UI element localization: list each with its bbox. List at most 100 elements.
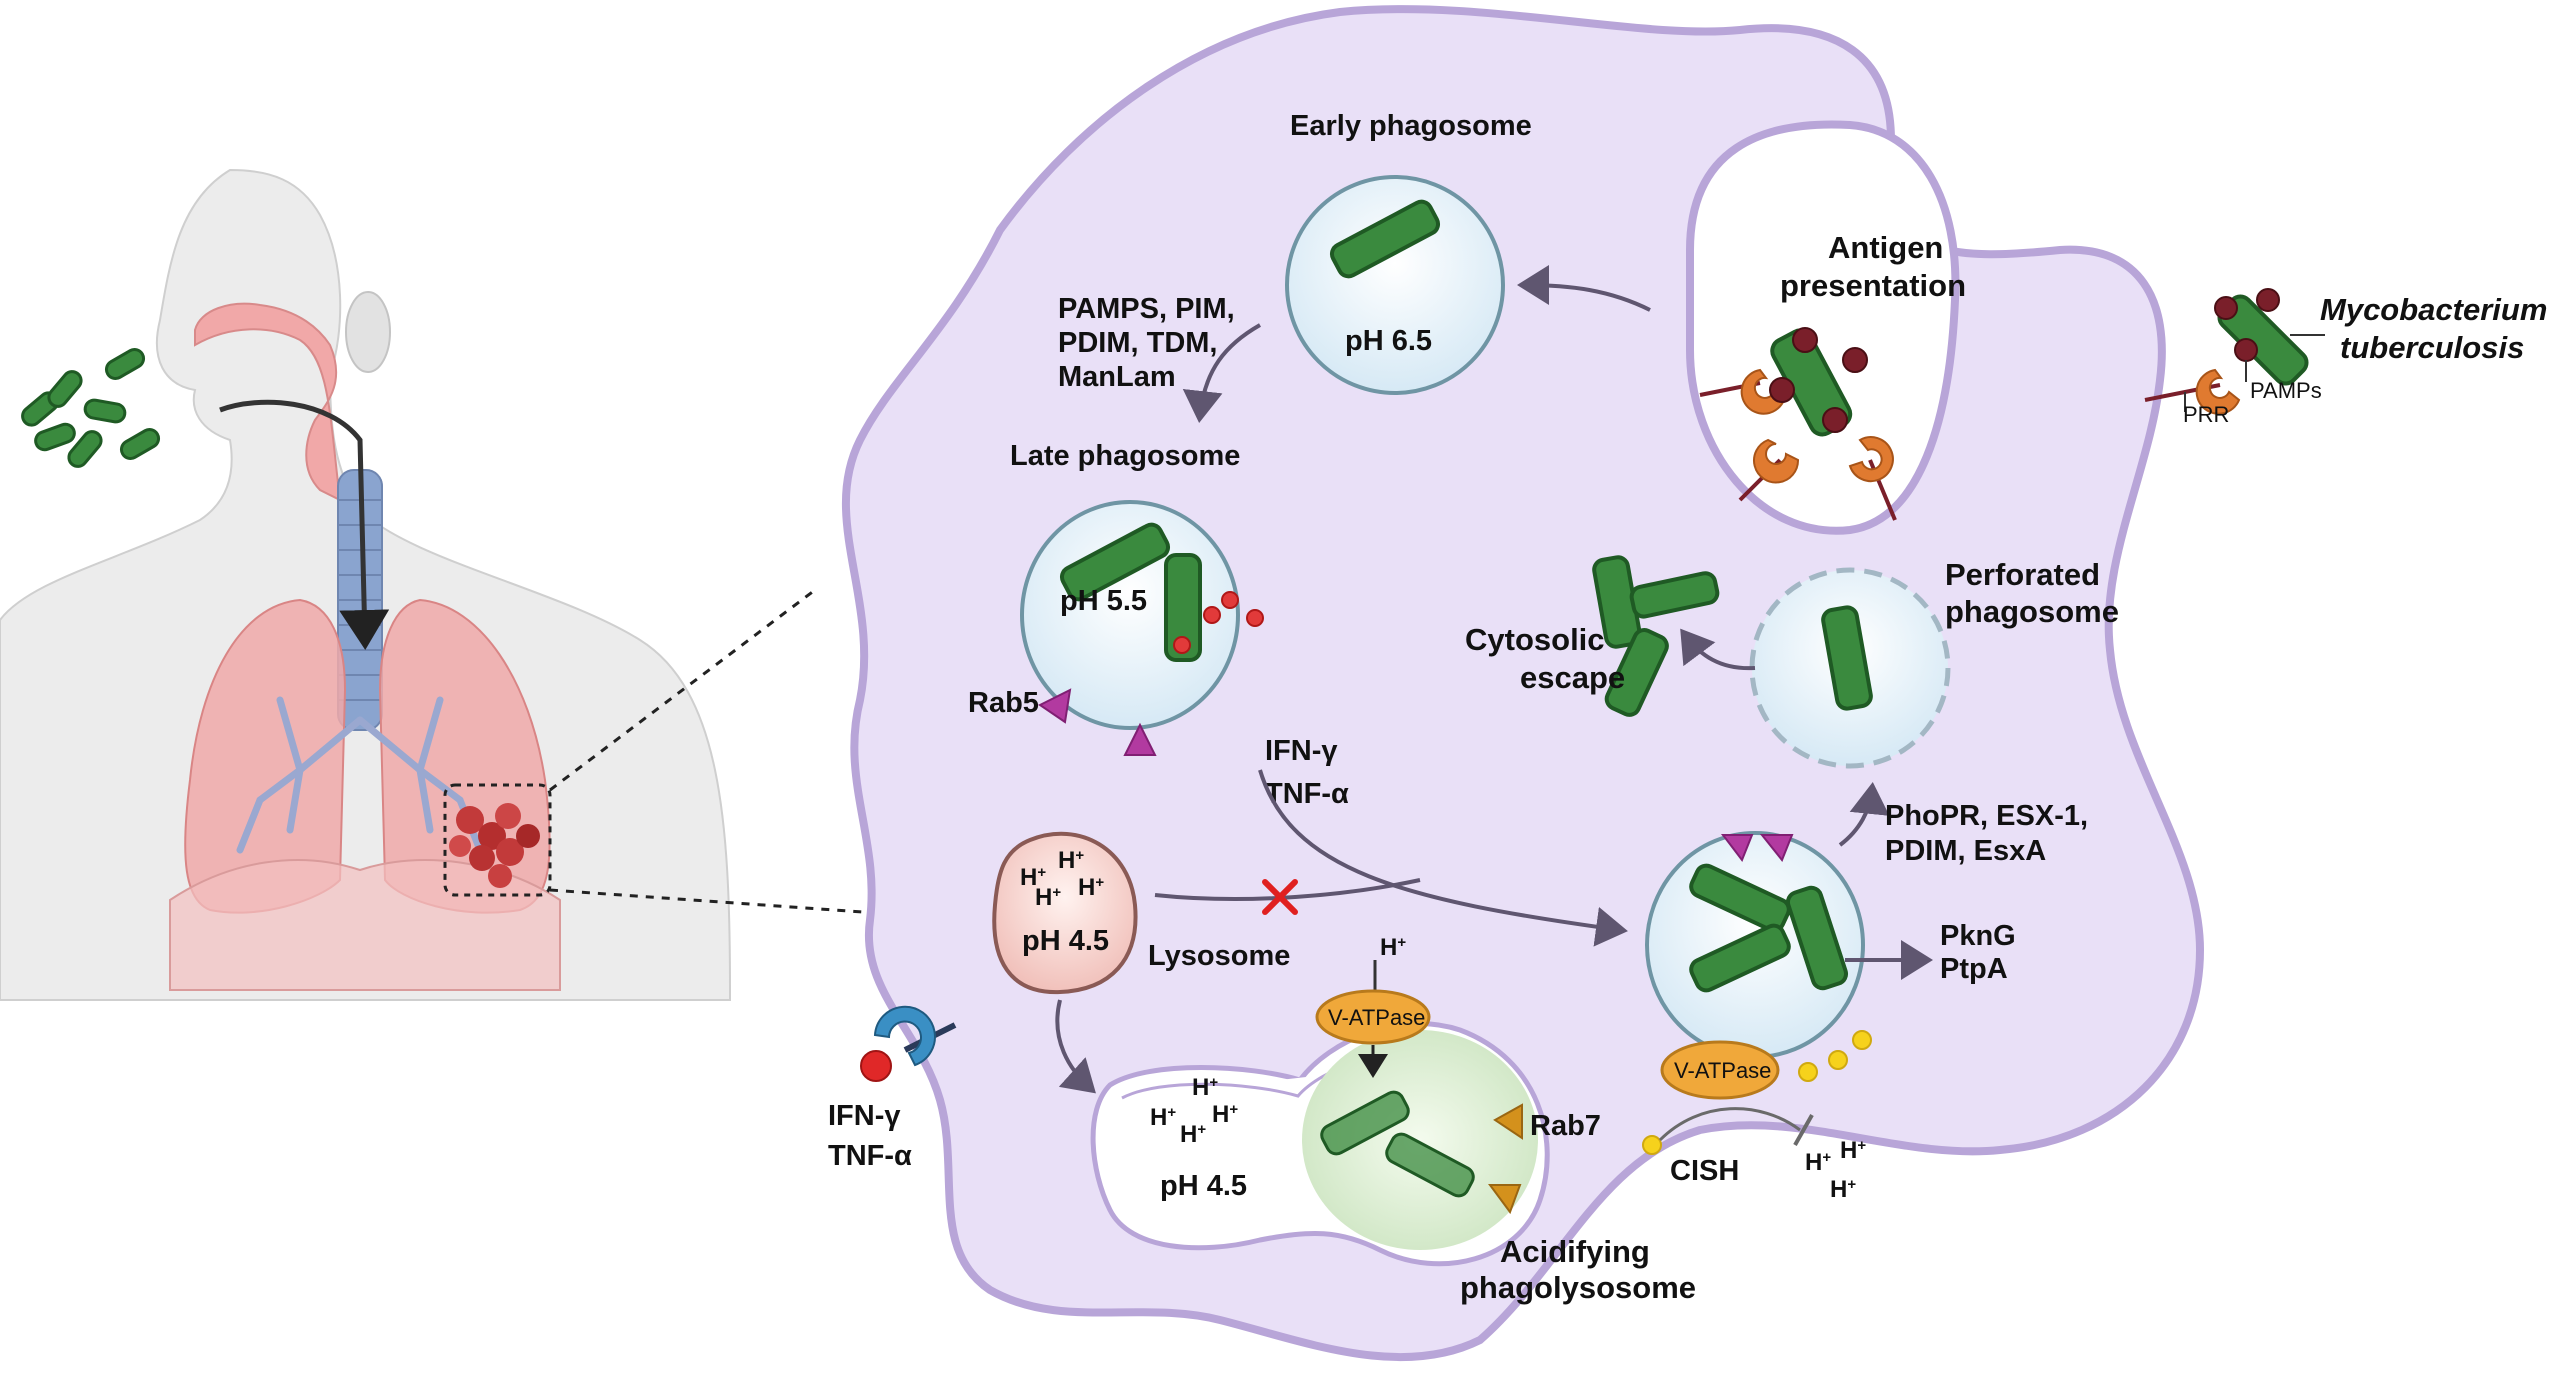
acidifying-label-1: Acidifying bbox=[1500, 1234, 1650, 1269]
svg-text:H+: H+ bbox=[1078, 874, 1104, 902]
rab7-triangle-2 bbox=[1488, 1184, 1522, 1215]
v-atpase-label-2: V-ATPase bbox=[1674, 1058, 1771, 1083]
alveoli-cluster bbox=[449, 803, 540, 888]
svg-text:H+: H+ bbox=[1058, 847, 1084, 875]
pamps-list-line-2: PDIM, TDM, bbox=[1058, 327, 1218, 359]
arrested-h-ions: H+ H+ H+ bbox=[1805, 1137, 1866, 1204]
bacterium-phagolysosome-2 bbox=[1385, 1132, 1475, 1198]
pamps-label: PAMPs bbox=[2250, 378, 2322, 403]
ph-late-label: pH 5.5 bbox=[1060, 585, 1147, 617]
ph-early-label: pH 6.5 bbox=[1345, 325, 1432, 357]
arrow-to-perforated bbox=[1838, 782, 1890, 847]
early-phagosome-label: Early phagosome bbox=[1290, 110, 1532, 142]
phagolysosome-green-zone bbox=[1302, 1030, 1538, 1250]
tnf-center-label: TNF-α bbox=[1265, 778, 1349, 810]
bacterium-arrested-3 bbox=[1785, 885, 1849, 991]
antigen-label-1: Antigen bbox=[1828, 230, 1943, 265]
early-phagosome bbox=[1285, 175, 1505, 395]
svg-text:H+: H+ bbox=[1840, 1137, 1866, 1165]
bacterium-late-2 bbox=[1164, 553, 1202, 662]
bacterium-late-1 bbox=[1059, 522, 1171, 602]
tnf-left-label: TNF-α bbox=[828, 1140, 912, 1172]
perforated-label-1: Perforated bbox=[1945, 557, 2100, 592]
bacterium-early bbox=[1329, 199, 1441, 279]
cish-label: CISH bbox=[1670, 1155, 1739, 1187]
svg-text:H+: H+ bbox=[1805, 1149, 1831, 1177]
svg-text:H+: H+ bbox=[1035, 884, 1061, 912]
svg-text:H+: H+ bbox=[1020, 864, 1046, 892]
svg-text:H+: H+ bbox=[1150, 1104, 1176, 1132]
rab7-label: Rab7 bbox=[1530, 1110, 1601, 1142]
svg-text:H+: H+ bbox=[1212, 1101, 1238, 1129]
prr-label: PRR bbox=[2183, 402, 2229, 427]
v-atpase-arrested bbox=[1660, 1040, 1780, 1100]
bacterium-phagolysosome-1 bbox=[1320, 1090, 1410, 1156]
phagolysosome-h-ions: H+ H+ H+ H+ bbox=[1150, 1074, 1238, 1149]
airflow-arrow bbox=[219, 399, 390, 650]
antigen-particles bbox=[1769, 327, 1868, 433]
bacterium-escape-2 bbox=[1629, 571, 1720, 619]
rab7-triangle-1 bbox=[1493, 1103, 1523, 1140]
mtb-label-1: Mycobacterium bbox=[2320, 292, 2547, 327]
human-ear bbox=[345, 291, 391, 373]
bacterium-escape-3 bbox=[1604, 628, 1669, 717]
antigen-label-2: presentation bbox=[1780, 268, 1966, 303]
mtb-outside bbox=[2144, 288, 2325, 415]
cytosolic-label-2: escape bbox=[1520, 660, 1625, 695]
cytosolic-label-1: Cytosolic bbox=[1465, 622, 1605, 657]
arrested-rab-triangle-1 bbox=[1720, 834, 1754, 863]
phopr-line-2: PDIM, EsxA bbox=[1885, 835, 2046, 867]
h-plus-top: H+ bbox=[1380, 934, 1406, 962]
arrow-perforated-to-escape bbox=[1680, 628, 1756, 671]
rab5-triangle-2 bbox=[1123, 722, 1157, 756]
v-atpase-label-1: V-ATPase bbox=[1328, 1005, 1425, 1030]
arrow-late-to-arrested bbox=[1258, 769, 1628, 947]
arrow-early-to-late bbox=[1182, 323, 1261, 423]
cish-inhibition-bar bbox=[1793, 1114, 1814, 1146]
arrested-rab-triangle-2 bbox=[1759, 834, 1794, 862]
acidifying-label-2: phagolysosome bbox=[1460, 1270, 1696, 1305]
perforated-label-2: phagosome bbox=[1945, 594, 2119, 629]
lysosome bbox=[992, 831, 1138, 995]
ifn-center-label: IFN-γ bbox=[1265, 735, 1338, 767]
cish-dots bbox=[1642, 1030, 1872, 1155]
zoom-line-top bbox=[549, 588, 816, 792]
pamps-list-line-3: ManLam bbox=[1058, 361, 1176, 393]
svg-text:H+: H+ bbox=[1180, 1121, 1206, 1149]
ptpa-label: PtpA bbox=[1940, 953, 2008, 985]
late-red-dots bbox=[1173, 591, 1264, 654]
cytokine-receptor-icon bbox=[860, 1005, 957, 1082]
lysosome-label: Lysosome bbox=[1148, 940, 1290, 972]
diaphragm bbox=[169, 859, 561, 991]
arrow-lysosome-to-phagolysosome bbox=[1055, 999, 1096, 1094]
zoom-line-bottom bbox=[549, 888, 906, 917]
v-atpase-phagolysosome bbox=[1315, 989, 1431, 1045]
human-figure bbox=[0, 168, 731, 1001]
svg-text:H+: H+ bbox=[1192, 1074, 1218, 1102]
phopr-line-1: PhoPR, ESX-1, bbox=[1885, 800, 2088, 832]
nasal-airway bbox=[194, 302, 342, 502]
antigen-receptor-cups bbox=[1740, 368, 1894, 484]
inhaled-bacteria bbox=[21, 348, 161, 468]
mtb-label-2: tuberculosis bbox=[2340, 330, 2524, 365]
rab5-label: Rab5 bbox=[968, 687, 1039, 719]
bacterium-arrested-2 bbox=[1689, 923, 1791, 993]
pkng-label: PknG bbox=[1940, 920, 2016, 952]
bacterium-arrested-1 bbox=[1689, 863, 1791, 933]
ph-lysosome-label: pH 4.5 bbox=[1022, 925, 1109, 957]
late-phagosome-label: Late phagosome bbox=[1010, 440, 1240, 472]
ph-phagolysosome-label: pH 4.5 bbox=[1160, 1170, 1247, 1202]
rab5-triangle-1 bbox=[1038, 688, 1072, 724]
pamps-list-line-1: PAMPS, PIM, bbox=[1058, 293, 1235, 325]
arrow-antigen-to-early bbox=[1517, 265, 1651, 312]
antigen-pocket bbox=[1686, 120, 1960, 535]
bacterium-perforated bbox=[1821, 605, 1873, 711]
svg-text:H+: H+ bbox=[1830, 1176, 1856, 1204]
ifn-left-label: IFN-γ bbox=[828, 1100, 901, 1132]
lysosome-h-ions: H+ H+ H+ H+ bbox=[1020, 847, 1104, 912]
inhibition-x-icon bbox=[1262, 879, 1298, 915]
zoom-box bbox=[443, 783, 552, 897]
cish-inhibition-line bbox=[1658, 1107, 1801, 1142]
